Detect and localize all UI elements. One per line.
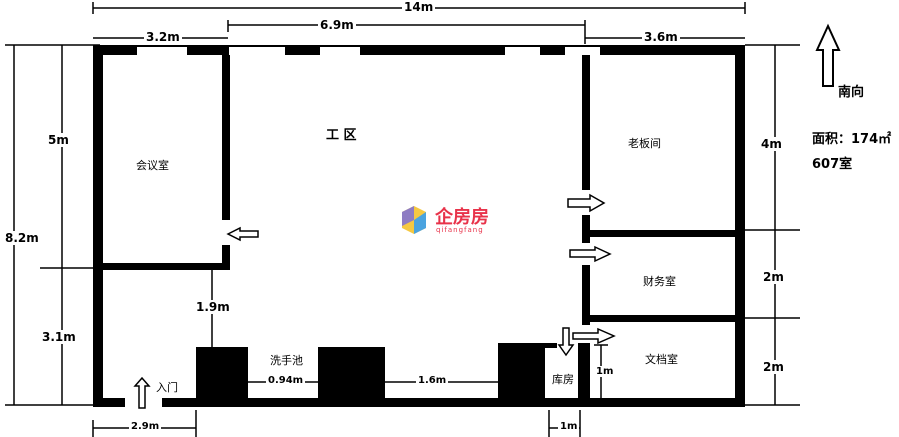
dim-total-width: 14m <box>402 0 436 14</box>
area-label: 面积：174㎡ <box>812 132 892 147</box>
dim-left-upper: 5m <box>46 133 71 147</box>
dim-archive-depth: 1m <box>594 366 616 377</box>
meeting-wall <box>103 263 230 270</box>
dim-left-top: 3.2m <box>144 30 182 44</box>
top-wall <box>93 45 137 55</box>
logo-icon <box>402 206 426 234</box>
dim-meeting-gap: 1.9m <box>194 300 232 314</box>
dim-bottom-left: 2.9m <box>129 421 162 432</box>
bottom-wall <box>93 398 125 407</box>
dim-gap-a: 0.94m <box>266 375 306 386</box>
room-sink: 洗手池 <box>270 354 303 367</box>
dim-total-height: 8.2m <box>3 231 41 245</box>
room-work-area: 工 区 <box>326 128 357 143</box>
room-meeting: 会议室 <box>136 159 169 172</box>
top-wall <box>285 45 320 55</box>
arrow-right-icon <box>569 245 612 263</box>
logo-text: 企房房 <box>435 207 489 228</box>
top-wall <box>600 45 745 55</box>
window-frame <box>93 45 745 47</box>
right-wall <box>735 45 745 407</box>
counter-block <box>498 343 545 399</box>
dim-right-mid: 2m <box>761 270 786 284</box>
dim-middle-top: 6.9m <box>318 18 356 32</box>
north-arrow-icon <box>815 23 841 87</box>
room-storage: 库房 <box>552 373 574 386</box>
left-wall <box>93 45 103 407</box>
bottom-wall <box>162 398 745 407</box>
arrow-right-icon <box>567 193 606 213</box>
office-wall <box>582 55 590 190</box>
arrow-down-icon <box>557 327 575 357</box>
room-archive: 文档室 <box>645 353 678 366</box>
top-wall <box>360 45 505 55</box>
office-wall <box>582 215 590 243</box>
top-wall <box>187 45 229 55</box>
orientation-label: 南向 <box>838 85 865 100</box>
office-wall <box>582 230 735 237</box>
storage-wall <box>578 343 590 399</box>
dim-storage-width: 1m <box>558 421 580 432</box>
logo-subtext: qifangfang <box>436 226 484 234</box>
dim-right-lower: 2m <box>761 360 786 374</box>
room-boss: 老板间 <box>628 137 661 150</box>
dim-right-upper: 4m <box>759 137 784 151</box>
office-wall <box>582 265 590 325</box>
dim-right-top: 3.6m <box>642 30 680 44</box>
room-finance: 财务室 <box>643 275 676 288</box>
arrow-up-icon <box>133 376 151 409</box>
arrow-right-icon <box>572 327 616 345</box>
unit-label: 607室 <box>812 157 853 172</box>
arrow-left-icon <box>226 226 259 242</box>
label-entrance: 入门 <box>156 381 178 394</box>
door-arrows <box>133 23 841 409</box>
meeting-wall <box>222 245 230 270</box>
meeting-wall <box>222 55 230 220</box>
counter-block <box>318 347 385 399</box>
counter-block <box>196 347 248 399</box>
office-wall <box>582 315 735 322</box>
top-wall <box>540 45 565 55</box>
dim-gap-b: 1.6m <box>416 375 449 386</box>
dim-left-lower: 3.1m <box>40 330 78 344</box>
storage-wall <box>545 343 557 348</box>
